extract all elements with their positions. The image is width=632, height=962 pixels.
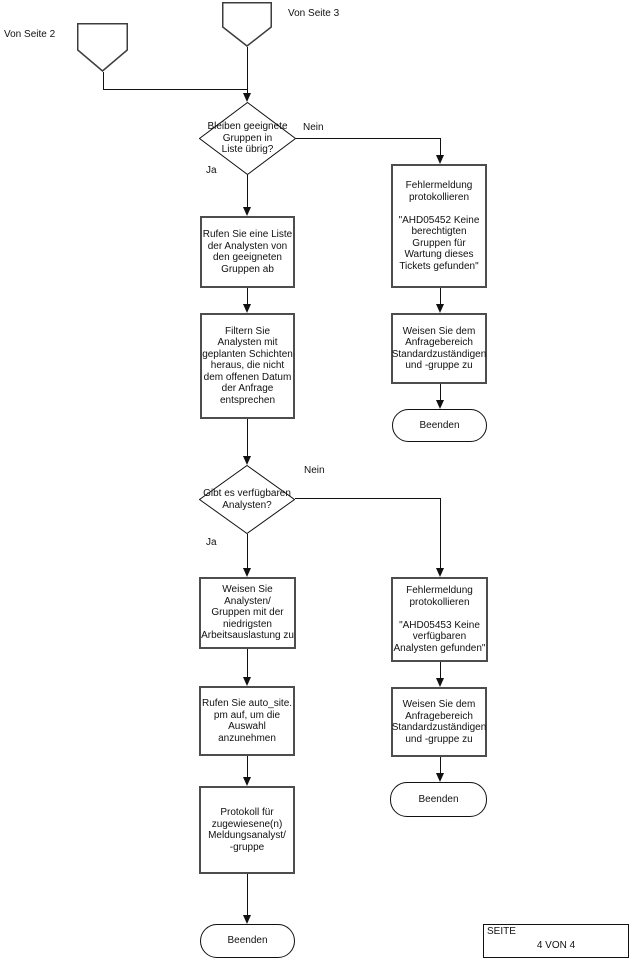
flow-line bbox=[440, 757, 441, 774]
flow-line bbox=[247, 534, 248, 569]
branch-yes-label: Ja bbox=[206, 165, 217, 176]
decision-analysts-available-label: Gibt es verfügbaren Analysten? bbox=[203, 488, 291, 511]
arrowhead bbox=[243, 207, 251, 216]
page-indicator-box: SEITE 4 VON 4 bbox=[483, 924, 629, 958]
arrowhead bbox=[243, 915, 251, 924]
flow-line bbox=[103, 72, 104, 90]
flow-line bbox=[247, 756, 248, 778]
flow-line bbox=[247, 419, 248, 457]
from-page-3-label: Von Seite 3 bbox=[288, 8, 340, 19]
flow-line bbox=[247, 874, 248, 916]
process-call-auto-site: Rufen Sie auto_site. pm auf, um die Ausw… bbox=[199, 686, 295, 756]
arrowhead bbox=[436, 678, 444, 687]
decision-groups-remaining: Bleiben geeignete Gruppen in Liste übrig… bbox=[199, 102, 296, 175]
arrowhead bbox=[243, 456, 251, 465]
flow-line bbox=[296, 138, 440, 139]
flow-line bbox=[440, 662, 441, 679]
flow-line bbox=[103, 89, 248, 90]
arrowhead bbox=[436, 304, 444, 313]
arrowhead bbox=[243, 304, 251, 313]
arrowhead bbox=[243, 677, 251, 686]
flow-line bbox=[247, 649, 248, 678]
terminator-end-right1: Beenden bbox=[392, 409, 487, 442]
process-log-assigned: Protokoll für zugewiesene(n) Meldungsana… bbox=[199, 786, 295, 874]
decision-groups-remaining-label: Bleiben geeignete Gruppen in Liste übrig… bbox=[207, 121, 288, 156]
flow-line bbox=[247, 47, 248, 93]
branch-no-label: Nein bbox=[303, 122, 324, 133]
arrowhead bbox=[243, 568, 251, 577]
flow-line bbox=[440, 138, 441, 156]
page-indicator-label: SEITE bbox=[487, 926, 516, 937]
branch-no-label: Nein bbox=[304, 465, 325, 476]
offpage-connector-page3-icon bbox=[222, 2, 272, 47]
arrowhead bbox=[243, 93, 251, 102]
flow-line bbox=[295, 498, 440, 499]
arrowhead bbox=[436, 773, 444, 782]
flow-line bbox=[247, 175, 248, 208]
process-get-analyst-list: Rufen Sie eine Liste der Analysten von d… bbox=[200, 216, 295, 288]
flow-line bbox=[440, 498, 441, 569]
flow-line bbox=[440, 384, 441, 401]
flow-line bbox=[247, 288, 248, 305]
process-error-ahd05453: Fehlermeldung protokollieren "AHD05453 K… bbox=[391, 577, 488, 662]
arrowhead bbox=[436, 400, 444, 409]
terminator-end-main: Beenden bbox=[200, 924, 295, 958]
offpage-connector-page2-icon bbox=[77, 23, 128, 72]
process-error-ahd05452: Fehlermeldung protokollieren "AHD05452 K… bbox=[391, 164, 487, 288]
decision-analysts-available: Gibt es verfügbaren Analysten? bbox=[199, 465, 295, 534]
branch-yes-label: Ja bbox=[206, 537, 217, 548]
arrowhead bbox=[436, 568, 444, 577]
arrowhead bbox=[436, 155, 444, 164]
process-assign-lowest-workload: Weisen Sie Analysten/ Gruppen mit der ni… bbox=[199, 577, 296, 649]
arrowhead bbox=[243, 777, 251, 786]
terminator-end-right2: Beenden bbox=[390, 782, 487, 817]
process-assign-default-1: Weisen Sie dem Anfragebereich Standardzu… bbox=[391, 313, 487, 384]
page-indicator-number: 4 VON 4 bbox=[536, 940, 576, 951]
from-page-2-label: Von Seite 2 bbox=[4, 29, 56, 40]
flow-line bbox=[440, 288, 441, 305]
process-filter-analysts: Filtern Sie Analysten mit geplanten Schi… bbox=[200, 313, 295, 419]
process-assign-default-2: Weisen Sie dem Anfragebereich Standardzu… bbox=[391, 687, 487, 757]
